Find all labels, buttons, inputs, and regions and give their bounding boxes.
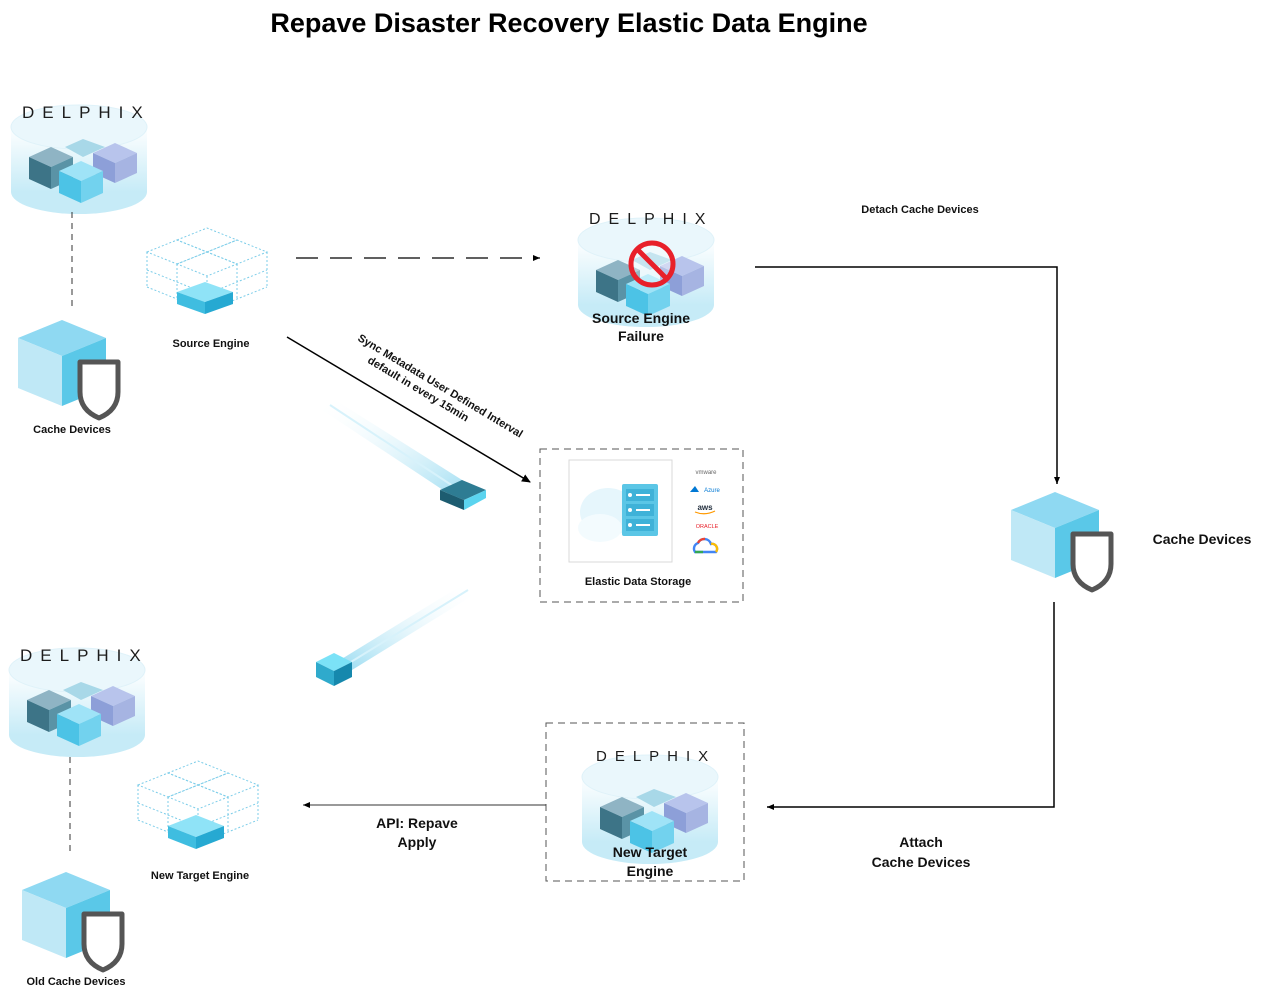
new-target-engine-label-1: New Target: [613, 844, 688, 860]
cache-devices-right-label: Cache Devices: [1153, 531, 1252, 547]
azure-logo: Azure: [690, 486, 720, 494]
attach-label-2: Cache Devices: [872, 854, 971, 870]
old-cache-devices: Old Cache Devices: [22, 872, 126, 988]
vmware-logo: vmware: [695, 470, 717, 476]
source-engine-failure: DELPHIX Source Engine Failure: [577, 211, 715, 344]
diagram-title: Repave Disaster Recovery Elastic Data En…: [270, 8, 867, 38]
delphix-logo-text: DELPHIX: [589, 211, 713, 228]
delphix-logo-text: DELPHIX: [596, 748, 716, 765]
detach-arrow: [755, 266, 1060, 484]
top-left-delphix-engine: DELPHIX: [10, 103, 151, 215]
new-target-engine: DELPHIX New Target Engine: [545, 722, 745, 882]
cube-shield-icon: [22, 872, 122, 970]
aws-logo: aws: [694, 503, 716, 515]
source-engine-failure-label-2: Failure: [618, 328, 664, 344]
new-target-engine-left: New Target Engine: [137, 760, 259, 882]
old-cache-devices-label: Old Cache Devices: [26, 976, 125, 988]
cache-devices-left: Cache Devices: [18, 320, 118, 436]
elastic-data-storage: vmware Azure aws ORACLE Elastic Data Sto…: [539, 448, 744, 603]
google-cloud-logo: [692, 537, 719, 554]
data-beam-lower: [316, 585, 472, 686]
cache-devices-right: Cache Devices: [1011, 492, 1252, 590]
detach-cache-devices-label: Detach Cache Devices: [861, 204, 978, 216]
source-engine: Source Engine: [146, 227, 268, 350]
api-repave-label-2: Apply: [398, 834, 437, 850]
cube-shield-icon: [1011, 492, 1111, 590]
attach-arrow: [767, 602, 1055, 810]
prohibited-icon: [628, 240, 676, 288]
sync-metadata-label-1: Sync Metadata User Defined Interval: [355, 332, 524, 440]
delphix-logo-text: DELPHIX: [20, 646, 149, 665]
new-target-engine-label-2: Engine: [627, 863, 674, 879]
sync-metadata-arrow: [286, 336, 531, 483]
cache-devices-left-label: Cache Devices: [33, 424, 111, 436]
attach-label-1: Attach: [899, 834, 943, 850]
api-repave-label-1: API: Repave: [376, 815, 458, 831]
server-cloud-icon: [578, 484, 658, 542]
cube-shield-icon: [18, 320, 118, 418]
new-target-engine-left-label: New Target Engine: [151, 870, 249, 882]
svg-text:Azure: Azure: [704, 488, 720, 494]
source-engine-label: Source Engine: [172, 338, 249, 350]
svg-text:aws: aws: [697, 503, 713, 512]
data-beam-upper: [322, 398, 486, 510]
oracle-logo: ORACLE: [696, 524, 719, 530]
elastic-data-storage-label: Elastic Data Storage: [585, 576, 691, 588]
source-engine-failure-label-1: Source Engine: [592, 310, 690, 326]
delphix-logo-text: DELPHIX: [22, 103, 151, 122]
bottom-left-delphix-engine: DELPHIX: [8, 646, 149, 758]
